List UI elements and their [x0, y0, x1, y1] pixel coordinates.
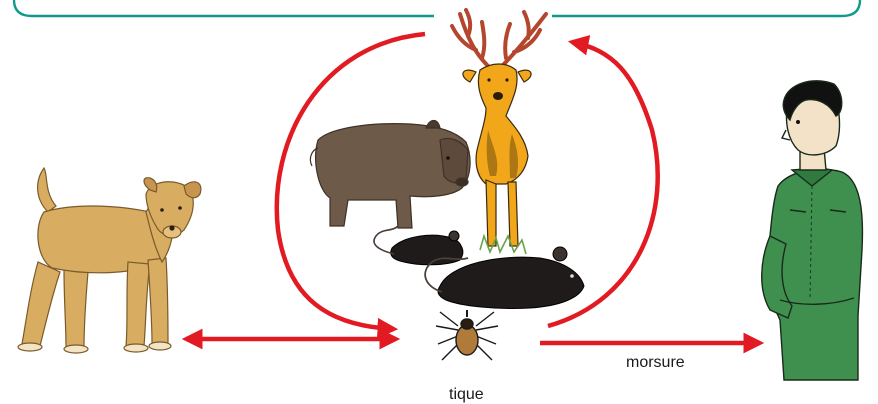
deer-icon [452, 10, 546, 254]
bite-label: morsure [626, 354, 685, 372]
wild-boar-icon [310, 121, 470, 229]
person-in-overall-icon [762, 81, 863, 380]
mouse-icon [374, 226, 584, 309]
top-panel-border [14, 0, 860, 16]
tick-label: tique [449, 386, 484, 404]
tick-icon [436, 310, 498, 360]
dog-icon [18, 168, 201, 353]
